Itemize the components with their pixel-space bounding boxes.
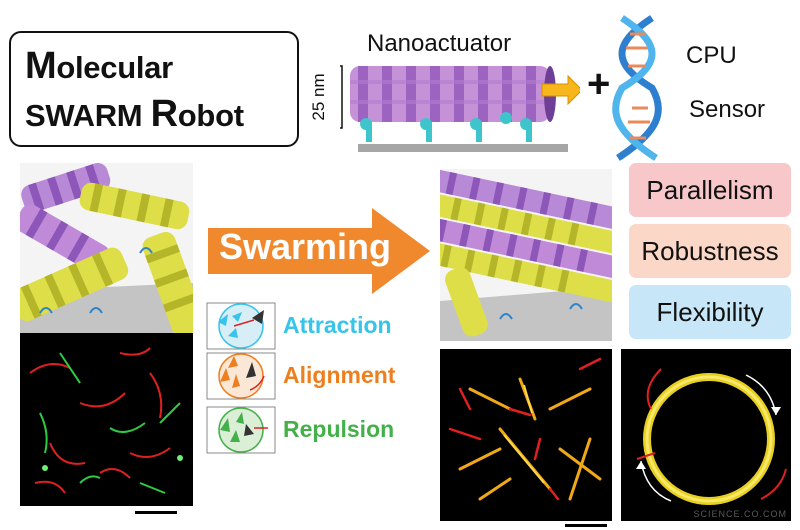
cpu-label: CPU [686,42,737,69]
watermark: SCIENCE.CO.COM [693,509,787,519]
alignment-diagram-icon [206,352,276,400]
title-line-2: SWARM Robot [25,93,244,135]
attraction-label: Attraction [283,312,392,338]
robustness-box: Robustness [629,224,791,278]
microscopy-image-swarm [440,349,612,521]
title-line-1: Molecular [25,45,173,87]
dimension-label: 25 nm [309,73,328,121]
parallelism-label: Parallelism [646,174,774,205]
attraction-diagram-icon [206,302,276,350]
sensor-label: Sensor [689,96,766,123]
nanoactuator-illustration [340,65,580,152]
alignment-label: Alignment [283,362,396,388]
flexibility-label: Flexibility [656,296,764,327]
swarming-label: Swarming [219,226,392,267]
repulsion-diagram-icon [206,406,276,454]
robustness-label: Robustness [641,235,779,266]
scale-bar-left [135,511,177,514]
swarm-scene-before [20,163,193,333]
microscopy-image-before [20,333,193,506]
swarm-scene-after [440,169,612,341]
swarming-arrow [208,208,430,294]
parallelism-box: Parallelism [629,163,791,217]
repulsion-label: Repulsion [283,416,395,442]
dimension-marker: 25 nm [309,66,331,128]
flexibility-box: Flexibility [629,285,791,339]
title-box: Molecular SWARM Robot [9,31,299,147]
nanoactuator-label: Nanoactuator [367,30,512,57]
microscopy-image-ring: SCIENCE.CO.COM [621,349,791,521]
dna-helix-illustration [612,15,662,161]
plus-sign: + [587,62,611,106]
scale-bar-right [565,524,607,527]
